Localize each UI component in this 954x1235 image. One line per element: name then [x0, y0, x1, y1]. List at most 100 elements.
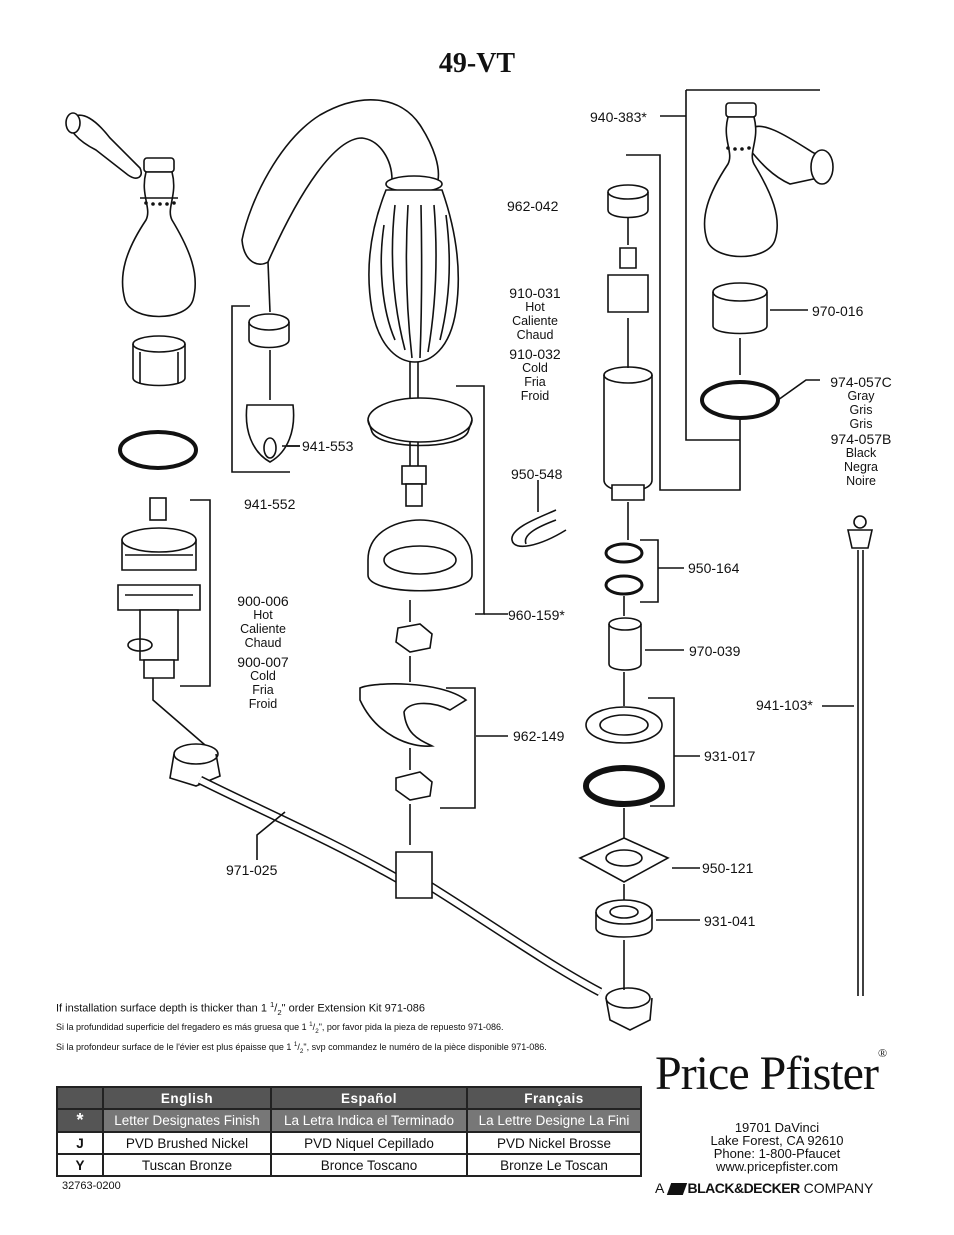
designate-english: Letter Designates Finish: [101, 1108, 273, 1133]
o-ring-a-icon: [604, 542, 644, 564]
desc-chaud: Chaud: [244, 636, 282, 650]
mount-washer-icon: [585, 706, 663, 744]
address-city: Lake Forest, CA 92610: [710, 1133, 844, 1148]
spout-bracket-icon: [359, 683, 468, 747]
right-lever-handle-icon: [703, 102, 834, 258]
label-962-149: 962-149: [513, 728, 565, 744]
left-bonnet-nut-icon: [132, 335, 186, 387]
designate-francais: La Lettre Designe La Fini: [465, 1108, 643, 1133]
label-974-057c: 974-057C Gray Gris Gris: [826, 375, 896, 431]
label-950-121: 950-121: [702, 860, 754, 876]
label-950-164: 950-164: [688, 560, 740, 576]
label-974-057b: 974-057B Black Negra Noire: [826, 432, 896, 488]
desc-black: Black: [845, 446, 877, 460]
desc-caliente: Caliente: [240, 622, 286, 636]
aerator-icon: [245, 313, 295, 463]
spout-nut-icon: [395, 623, 433, 653]
spout-lower-nut-icon: [395, 771, 433, 801]
label-931-017: 931-017: [704, 748, 756, 764]
label-960-159: 960-159*: [508, 607, 565, 623]
label-941-552: 941-552: [244, 496, 296, 512]
hexagon-logo-icon: [667, 1183, 688, 1196]
company-prefix: A: [655, 1180, 664, 1196]
table-row: J PVD Brushed Nickel PVD Niquel Cepillad…: [56, 1131, 643, 1155]
desc-gris-fr: Gris: [849, 417, 873, 431]
label-900-007: 900-007 Cold Fria Froid: [235, 655, 291, 711]
finish-francais: PVD Nickel Brosse: [465, 1131, 643, 1155]
parent-company-line: A BLACK&DECKER COMPANY: [655, 1180, 873, 1196]
left-lever-handle-icon: [65, 112, 197, 318]
mounting-nut-icon: [595, 899, 653, 938]
part-number: 974-057C: [830, 374, 892, 390]
desc-fria: Fria: [524, 375, 546, 389]
address-phone: Phone: 1-800-Pfaucet: [713, 1146, 841, 1161]
finish-header-row: English Español Français: [56, 1086, 643, 1110]
label-941-103: 941-103*: [756, 697, 813, 713]
part-number: 900-006: [237, 593, 289, 609]
friction-washer-icon: [578, 837, 670, 883]
finish-table: English Español Français * Letter Design…: [56, 1086, 643, 1177]
mount-gasket-icon: [583, 765, 665, 807]
right-o-ring-icon: [700, 380, 780, 420]
company-suffix: COMPANY: [803, 1180, 874, 1196]
header-francais: Français: [465, 1086, 643, 1110]
finish-designate-row: * Letter Designates Finish La Letra Indi…: [56, 1108, 643, 1133]
desc-cold: Cold: [250, 669, 276, 683]
document-number: 32763-0200: [62, 1180, 121, 1192]
registered-mark: ®: [877, 1046, 887, 1060]
part-number: 910-032: [509, 346, 561, 362]
desc-froid: Froid: [248, 697, 278, 711]
label-950-548: 950-548: [511, 466, 563, 482]
label-931-041: 931-041: [704, 913, 756, 929]
o-ring-b-icon: [604, 574, 644, 596]
desc-cold: Cold: [522, 361, 548, 375]
label-941-553: 941-553: [302, 438, 354, 454]
finish-code: J: [56, 1131, 104, 1155]
part-number: 900-007: [237, 654, 289, 670]
label-970-039: 970-039: [689, 643, 741, 659]
header-espanol: Español: [270, 1086, 468, 1110]
lift-rod-icon: [847, 515, 873, 996]
label-970-016: 970-016: [812, 303, 864, 319]
finish-code: Y: [56, 1153, 104, 1177]
desc-gris: Gris: [849, 403, 873, 417]
desc-caliente: Caliente: [512, 314, 558, 328]
desc-hot: Hot: [525, 300, 545, 314]
finish-english: PVD Brushed Nickel: [101, 1131, 273, 1155]
clip-icon: [511, 509, 567, 548]
designate-espanol: La Letra Indica el Terminado: [270, 1108, 468, 1133]
desc-chaud: Chaud: [516, 328, 554, 342]
address-block: 19701 DaVinci Lake Forest, CA 92610 Phon…: [700, 1121, 854, 1173]
finish-espanol: Bronce Toscano: [270, 1153, 468, 1177]
desc-froid: Froid: [520, 389, 550, 403]
finish-francais: Bronze Le Toscan: [465, 1153, 643, 1177]
note-french: Si la profondeur surface de le l'évier e…: [56, 1041, 547, 1055]
model-title: 49-VT: [438, 48, 516, 79]
part-number: 974-057B: [830, 431, 892, 447]
note-english: If installation surface depth is thicker…: [56, 1000, 425, 1017]
brand-name: Price Pfister: [655, 1047, 879, 1100]
header-blank: [56, 1086, 104, 1110]
address-website: www.pricepfister.com: [715, 1159, 839, 1174]
desc-noire: Noire: [846, 474, 876, 488]
desc-fria: Fria: [252, 683, 274, 697]
finish-espanol: PVD Niquel Cepillado: [270, 1131, 468, 1155]
asterisk-icon: *: [56, 1108, 104, 1133]
spout-gasket-icon: [367, 397, 473, 447]
label-910-032: 910-032 Cold Fria Froid: [507, 347, 563, 403]
table-row: Y Tuscan Bronze Bronce Toscano Bronze Le…: [56, 1153, 643, 1177]
part-number: 910-031: [509, 285, 561, 301]
label-900-006: 900-006 Hot Caliente Chaud: [235, 594, 291, 650]
spout-base-icon: [367, 519, 473, 592]
label-962-042: 962-042: [507, 198, 559, 214]
label-940-383: 940-383*: [590, 109, 647, 125]
left-o-ring-icon: [118, 430, 198, 470]
desc-hot: Hot: [253, 608, 273, 622]
note-spanish: Si la profundidad superficie del fregade…: [56, 1021, 504, 1035]
label-971-025: 971-025: [226, 862, 278, 878]
finish-english: Tuscan Bronze: [101, 1153, 273, 1177]
spout-icon: [241, 99, 460, 507]
spacer-icon: [608, 617, 642, 671]
left-valve-cartridge-icon: [117, 497, 201, 679]
